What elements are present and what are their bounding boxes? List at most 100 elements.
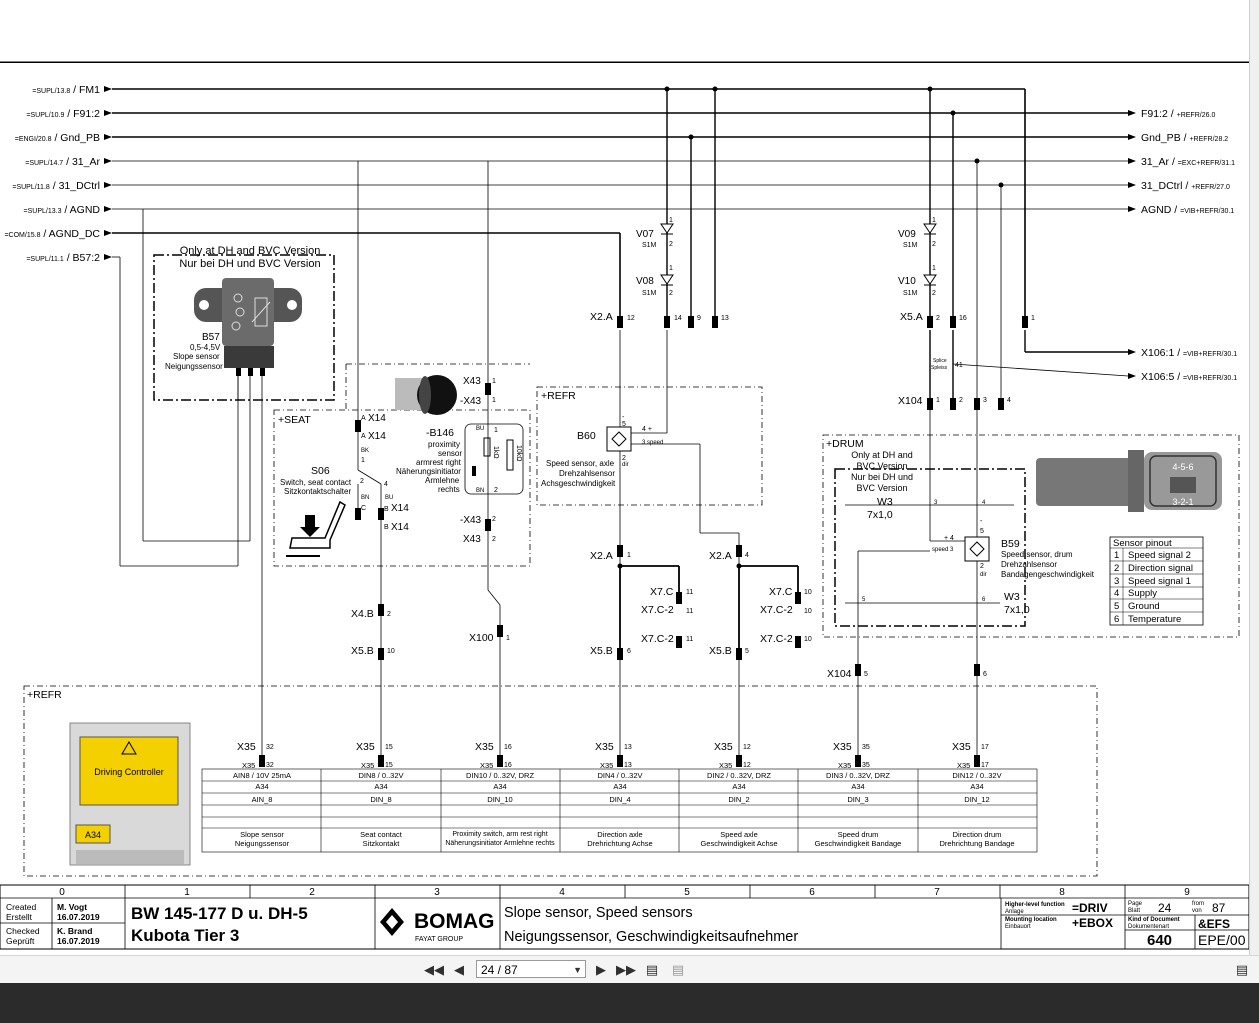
svg-text:X35: X35 [952, 741, 971, 753]
chevron-down-icon: ▼ [573, 965, 582, 975]
svg-text:Speed axle: Speed axle [720, 830, 758, 839]
last-page-icon[interactable]: ▶▶ [616, 962, 636, 978]
diode-v09 [923, 223, 937, 235]
svg-text:DIN_4: DIN_4 [609, 795, 630, 804]
svg-text:Higher-level function: Higher-level function [1005, 902, 1065, 908]
grid-column-numbers: 0 1 2 3 4 5 6 7 8 9 [59, 887, 1190, 898]
title-block: 0 1 2 3 4 5 6 7 8 9 Created Erstellt Che… [0, 884, 1249, 950]
svg-text:Seat contact: Seat contact [360, 830, 403, 839]
svg-text:X35: X35 [833, 741, 852, 753]
svg-text:2: 2 [980, 563, 984, 570]
svg-text:Näherungsinitiator Armlehne re: Näherungsinitiator Armlehne rechts [445, 840, 555, 847]
svg-text:Kubota Tier 3: Kubota Tier 3 [131, 926, 239, 945]
next-page-icon[interactable]: ▶ [596, 962, 606, 978]
svg-text:2: 2 [360, 478, 364, 485]
svg-text:2: 2 [494, 487, 498, 494]
svg-text:AIN_8: AIN_8 [252, 795, 273, 804]
svg-text:W3: W3 [877, 496, 893, 508]
svg-text:X35: X35 [480, 761, 493, 770]
svg-text:A34: A34 [851, 782, 864, 791]
svg-text:Created: Created [6, 902, 37, 912]
svg-text:1: 1 [184, 887, 190, 898]
svg-text:15: 15 [385, 744, 393, 751]
svg-text:6: 6 [627, 648, 631, 655]
svg-text:1: 1 [627, 552, 631, 559]
vertical-scrollbar[interactable] [1249, 0, 1259, 955]
b57-slope-sensor-group: Only at DH and BVC Version Nur bei DH un… [142, 209, 335, 755]
sidebar-toggle-icon[interactable]: ▤ [1235, 962, 1249, 978]
prev-page-icon[interactable]: ◀ [454, 962, 464, 978]
svg-text:X35: X35 [838, 761, 851, 770]
svg-text:7x1,0: 7x1,0 [867, 509, 893, 521]
svg-text:32: 32 [266, 744, 274, 751]
svg-text:Armlehne: Armlehne [425, 476, 460, 485]
go-forward-icon[interactable]: ▤ [671, 962, 685, 978]
svg-text:Direction axle: Direction axle [597, 830, 642, 839]
svg-text:X35: X35 [237, 741, 256, 753]
svg-text:X100: X100 [469, 632, 494, 644]
svg-text:16: 16 [959, 315, 967, 322]
svg-text:DIN_2: DIN_2 [728, 795, 749, 804]
svg-text:+REFR: +REFR [27, 689, 62, 701]
svg-text:1: 1 [361, 457, 365, 464]
svg-text:1: 1 [492, 397, 496, 404]
svg-text:sensor: sensor [438, 449, 462, 458]
b146-proximity-sensor-group: X43 -X43 -B146 proximity sensor armrest … [395, 161, 524, 755]
svg-text:Proximity switch, arm rest rig: Proximity switch, arm rest right [452, 831, 547, 838]
svg-text:Splice: Splice [933, 358, 947, 364]
svg-text:X43: X43 [463, 376, 481, 387]
svg-text:Neigungssensor: Neigungssensor [165, 362, 223, 371]
svg-text:-: - [980, 518, 983, 525]
first-page-icon[interactable]: ◀◀ [424, 962, 444, 978]
svg-text:X14: X14 [391, 503, 409, 514]
svg-text:16.07.2019: 16.07.2019 [57, 912, 100, 922]
signal-right-f91: F91:2 / +REFR/26.0 [1141, 108, 1215, 120]
page-select[interactable]: 24 / 87 ▼ [476, 960, 586, 978]
svg-text:1: 1 [932, 265, 936, 272]
svg-text:+DRUM: +DRUM [826, 438, 864, 450]
svg-text:15: 15 [385, 762, 393, 769]
connector-pins [236, 316, 1028, 767]
svg-text:Bandagengeschwindigkeit: Bandagengeschwindigkeit [1001, 570, 1095, 579]
diode-wiring [666, 89, 1129, 400]
svg-text:X35: X35 [957, 761, 970, 770]
svg-text:5: 5 [684, 887, 690, 898]
svg-text:2: 2 [669, 290, 673, 297]
svg-text:M. Vogt: M. Vogt [57, 902, 87, 912]
svg-text:=DRIV: =DRIV [1072, 901, 1108, 915]
io-table-grid [201, 768, 1038, 853]
signal-gnd-pb: =ENGI/20.8 / Gnd_PB [15, 132, 100, 144]
svg-text:Sitzkontakt: Sitzkontakt [363, 839, 401, 848]
svg-text:Switch, seat contact: Switch, seat contact [280, 478, 352, 487]
go-back-icon[interactable]: ▤ [645, 962, 659, 978]
svg-text:2: 2 [959, 397, 963, 404]
svg-text:2: 2 [932, 241, 936, 248]
svg-text:X2.A: X2.A [590, 311, 613, 323]
svg-text:A34: A34 [255, 782, 268, 791]
svg-text:S06: S06 [311, 465, 330, 477]
svg-text:A34: A34 [732, 782, 745, 791]
svg-text:5: 5 [745, 648, 749, 655]
svg-text:1: 1 [1031, 315, 1035, 322]
svg-text:BOMAG: BOMAG [414, 910, 495, 933]
svg-text:Speed signal 2: Speed signal 2 [1128, 550, 1191, 561]
svg-text:Direction signal: Direction signal [1128, 563, 1193, 574]
svg-text:X7.C: X7.C [650, 586, 674, 598]
svg-text:4: 4 [384, 481, 388, 488]
svg-text:Driving Controller: Driving Controller [94, 767, 164, 777]
svg-text:X2.A: X2.A [709, 550, 732, 562]
svg-text:Slope sensor, Speed sensors: Slope sensor, Speed sensors [504, 905, 693, 921]
signal-31-ar: =SUPL/14.7 / 31_Ar [25, 156, 100, 168]
svg-text:Sitzkontaktschalter: Sitzkontaktschalter [284, 487, 351, 496]
svg-text:Drehzahlsensor: Drehzahlsensor [559, 469, 615, 478]
svg-text:DIN3 / 0..32V, DRZ: DIN3 / 0..32V, DRZ [826, 771, 890, 780]
svg-text:Drehzahlsensor: Drehzahlsensor [1001, 560, 1057, 569]
svg-text:-X43: -X43 [460, 515, 482, 526]
svg-text:DIN_3: DIN_3 [847, 795, 868, 804]
bus-arrows [104, 86, 1136, 379]
svg-text:Sensor pinout: Sensor pinout [1113, 538, 1172, 549]
svg-text:X2.A: X2.A [590, 550, 613, 562]
svg-text:+EBOX: +EBOX [1072, 916, 1113, 930]
svg-text:Ground: Ground [1128, 601, 1160, 612]
svg-text:4: 4 [1007, 397, 1011, 404]
